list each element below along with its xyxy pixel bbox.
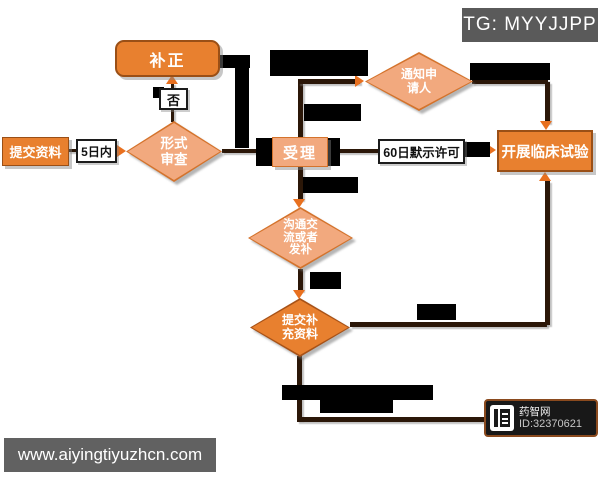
arrowhead-into-correction — [166, 75, 178, 84]
connector-supp-right — [350, 322, 547, 327]
arrowhead-into-notify — [355, 75, 364, 87]
redaction-block — [464, 142, 490, 157]
arrowhead-into-comm — [293, 199, 305, 208]
notify-line1: 通知申 — [400, 67, 437, 82]
label-within-5-days-text: 5日内 — [81, 144, 112, 159]
watermark-id: ID:32370621 — [519, 417, 582, 430]
redaction-block — [310, 272, 341, 289]
node-clinical-label: 开展临床试验 — [501, 144, 589, 161]
arrowhead-into-supp — [293, 290, 305, 299]
tg-badge: TG: MYYJJPP — [462, 8, 598, 42]
connector-correction-down — [235, 55, 249, 148]
node-accept: 受理 — [272, 137, 328, 167]
redaction-block — [153, 87, 164, 98]
node-correction-label: 补正 — [149, 52, 186, 70]
redaction-block — [270, 50, 368, 76]
redaction-block — [303, 177, 358, 193]
node-submit-materials: 提交资料 — [2, 137, 69, 166]
arrowhead-into-formal-review — [117, 145, 126, 157]
connector-accept-up — [298, 83, 303, 138]
connector-submit-to-within5 — [68, 149, 76, 152]
node-notify-applicant: 通知申 请人 — [365, 52, 473, 111]
redaction-block — [470, 63, 550, 80]
redaction-block — [256, 138, 272, 166]
arrowhead-into-clinical-bottom — [539, 172, 551, 181]
connector-bottom-right — [297, 417, 493, 422]
connector-accept-down — [298, 167, 303, 200]
connector-formal-to-accept — [222, 149, 264, 153]
node-submit-supplementary: 提交补 充资料 — [250, 298, 350, 357]
comm-line1: 沟通交 — [283, 218, 318, 231]
redaction-block — [282, 385, 433, 400]
arrowhead-into-clinical-left — [487, 144, 496, 156]
label-60day-implied-permit: 60日默示许可 — [378, 139, 465, 164]
notify-line2: 请人 — [406, 80, 431, 95]
redaction-block — [304, 104, 361, 121]
redaction-block — [328, 138, 340, 166]
connector-accept-to-permit60 — [336, 149, 379, 153]
redaction-block — [320, 400, 393, 413]
site-watermark: 药智网 ID:32370621 — [484, 399, 598, 437]
arrowhead-into-clinical-top — [540, 121, 552, 130]
connector-notify-down — [545, 82, 550, 123]
node-correction: 补正 — [115, 40, 220, 77]
comm-line2: 流或者 — [283, 231, 318, 244]
node-submit-label: 提交资料 — [9, 145, 62, 160]
node-communication-or-supplement: 沟通交 流或者 发补 — [248, 207, 353, 269]
node-clinical-trial: 开展临床试验 — [497, 130, 593, 172]
label-no-text: 否 — [166, 92, 180, 108]
redaction-block — [417, 304, 456, 320]
label-60day-text: 60日默示许可 — [383, 146, 460, 160]
node-formal-review: 形式 审查 — [126, 121, 222, 182]
supp-line1: 提交补 — [281, 313, 318, 328]
connector-no-to-correction — [171, 83, 174, 89]
formal-review-line2: 审查 — [160, 151, 188, 167]
yaozhiwang-logo-icon — [490, 405, 514, 431]
comm-line3: 发补 — [289, 244, 312, 257]
node-accept-label: 受理 — [282, 144, 317, 162]
footer-url-bar: www.aiyingtiyuzhcn.com — [4, 438, 216, 472]
supp-line2: 充资料 — [281, 326, 318, 341]
label-no: 否 — [159, 88, 188, 110]
tg-badge-text: TG: MYYJJPP — [463, 14, 597, 35]
connector-supp-up — [545, 181, 550, 325]
watermark-site-name: 药智网 — [519, 405, 551, 418]
connector-comm-to-supp — [298, 269, 303, 291]
footer-url-text: www.aiyingtiyuzhcn.com — [17, 445, 203, 464]
connector-formal-to-no — [171, 109, 174, 122]
label-within-5-days: 5日内 — [76, 139, 117, 163]
formal-review-line1: 形式 — [160, 136, 188, 152]
connector-notify-right — [472, 79, 548, 84]
connector-to-notify — [298, 79, 360, 84]
